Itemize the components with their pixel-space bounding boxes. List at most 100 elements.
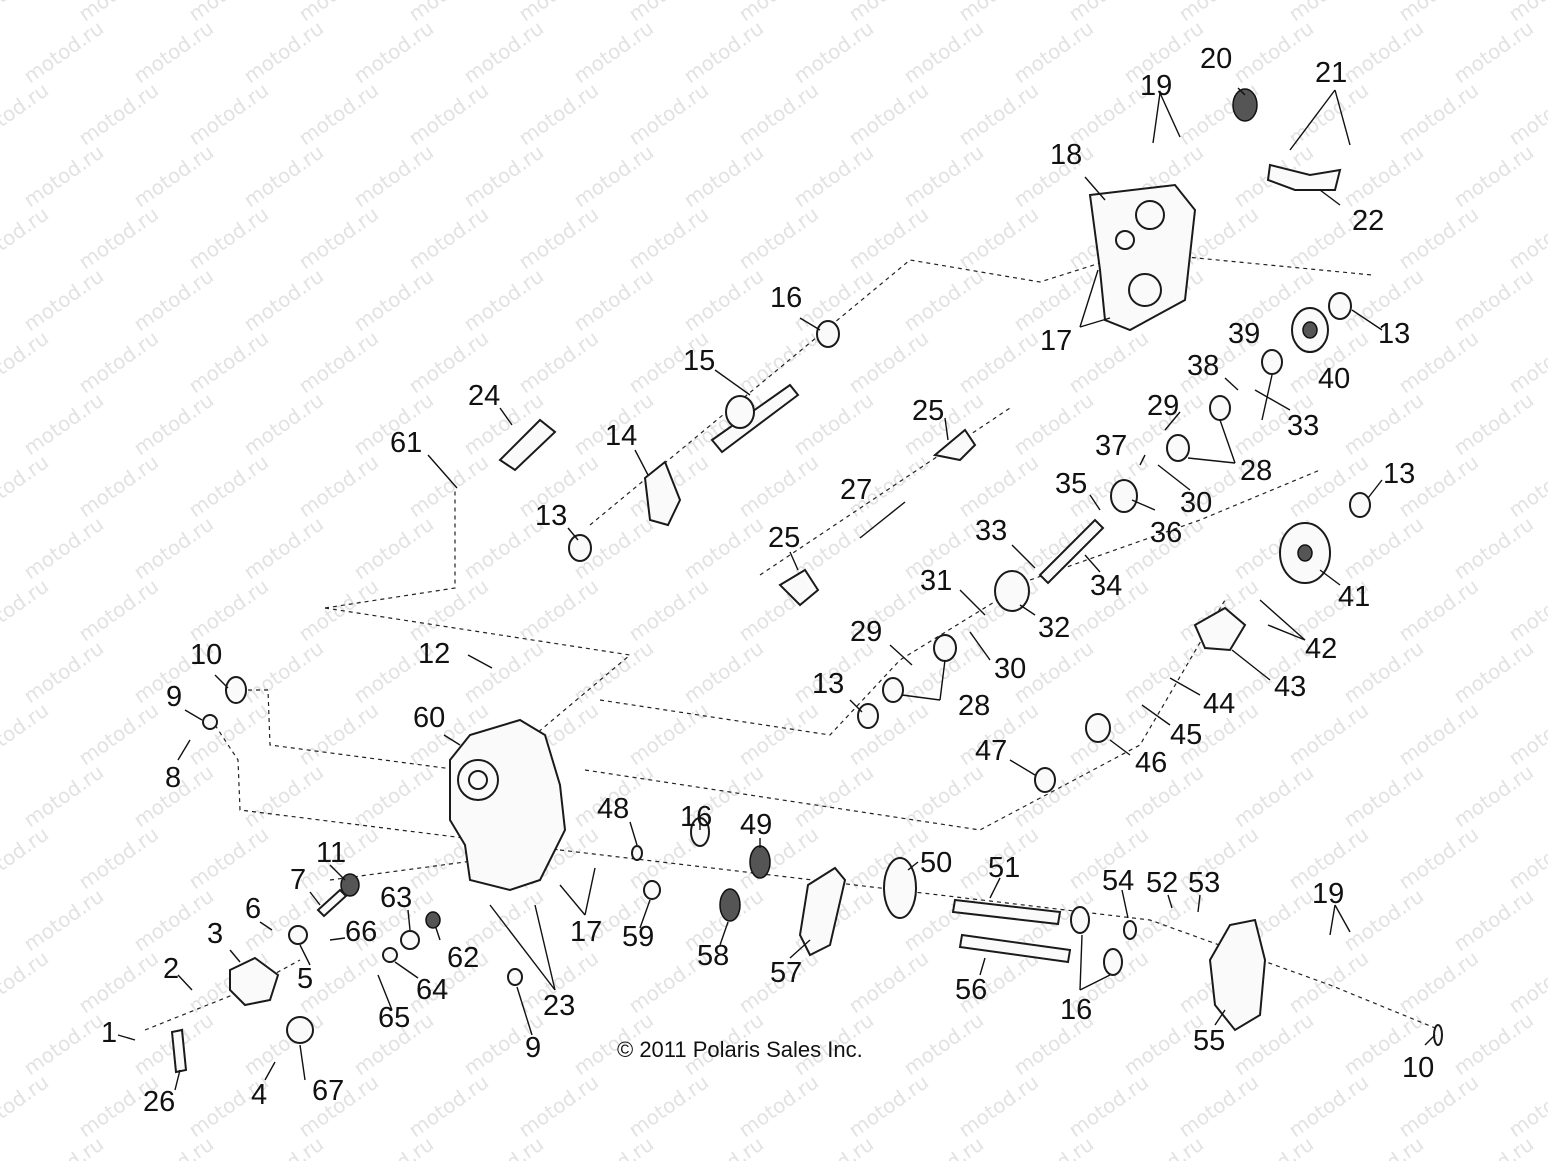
watermark-text: motod.ru (1064, 1070, 1153, 1142)
watermark-text: motod.ru (239, 16, 328, 88)
callout-38: 38 (1187, 350, 1219, 382)
watermark-text: motod.ru (844, 698, 933, 770)
watermark-text: motod.ru (1394, 78, 1483, 150)
callout-5: 5 (297, 963, 313, 995)
watermark-text: motod.ru (1119, 1132, 1208, 1161)
watermark-text: motod.ru (1504, 574, 1548, 646)
watermark-text: motod.ru (1339, 140, 1428, 212)
watermark-text: motod.ru (1449, 1008, 1538, 1080)
watermark-text: motod.ru (1009, 16, 1098, 88)
watermark-text: motod.ru (1339, 512, 1428, 584)
shaft-56 (958, 933, 1072, 964)
callout-9: 9 (166, 681, 182, 713)
watermark-text: motod.ru (129, 16, 218, 88)
gear-39 (1261, 349, 1283, 375)
callout-57: 57 (770, 957, 802, 989)
callout-21: 21 (1315, 57, 1347, 89)
callout-50: 50 (920, 847, 952, 879)
shaft-7 (316, 888, 348, 918)
callout-29: 29 (1147, 390, 1179, 422)
seal-10-left (225, 676, 247, 704)
watermark-text: motod.ru (514, 326, 603, 398)
watermark-text: motod.ru (294, 450, 383, 522)
callout-62: 62 (447, 942, 479, 974)
callout-10: 10 (190, 639, 222, 671)
watermark-text: motod.ru (899, 1132, 988, 1161)
watermark-text: motod.ru (294, 698, 383, 770)
cam-5 (288, 925, 308, 945)
housing-3 (229, 956, 280, 1007)
parts (170, 88, 1443, 1074)
watermark-text: motod.ru (569, 140, 658, 212)
gear-36 (1110, 479, 1138, 513)
callout-25: 25 (912, 395, 944, 427)
watermark-text: motod.ru (1064, 326, 1153, 398)
watermark-text: motod.ru (1229, 760, 1318, 832)
bearing-13-left (568, 534, 592, 562)
watermark-text: motod.ru (129, 1132, 218, 1161)
watermark-text: motod.ru (679, 636, 768, 708)
watermark-text: motod.ru (899, 760, 988, 832)
watermark-text: motod.ru (844, 1070, 933, 1142)
watermark-text: motod.ru (74, 78, 163, 150)
callout-37: 37 (1095, 430, 1127, 462)
callout-67: 67 (312, 1075, 344, 1107)
bearing-13-mid (857, 703, 879, 729)
case-60 (449, 718, 567, 892)
callout-16: 16 (1060, 994, 1092, 1026)
callout-1: 1 (101, 1017, 117, 1049)
watermark-text: motod.ru (19, 760, 108, 832)
watermark-text: motod.ru (0, 202, 53, 274)
callout-34: 34 (1090, 570, 1122, 602)
callout-47: 47 (975, 735, 1007, 767)
bearing-13-tr (1328, 292, 1352, 320)
gear-20 (1232, 88, 1258, 122)
callout-10: 10 (1402, 1052, 1434, 1084)
cover-55 (1208, 918, 1267, 1032)
watermark-text: motod.ru (734, 450, 823, 522)
watermark-text: motod.ru (954, 202, 1043, 274)
seal-10-right (1433, 1024, 1443, 1046)
watermark-text: motod.ru (624, 1070, 713, 1142)
watermark-text: motod.ru (1119, 636, 1208, 708)
watermark-text: motod.ru (1339, 1132, 1428, 1161)
watermark-text: motod.ru (1449, 760, 1538, 832)
watermark-text: motod.ru (734, 326, 823, 398)
callout-30: 30 (994, 653, 1026, 685)
watermark-text: motod.ru (459, 140, 548, 212)
watermark-text: motod.ru (459, 264, 548, 336)
callout-11: 11 (316, 837, 346, 869)
gear-62 (425, 911, 441, 929)
watermark-text: motod.ru (1339, 388, 1428, 460)
callout-56: 56 (955, 974, 987, 1006)
belt-57 (798, 866, 847, 957)
watermark-text: motod.ru (1449, 636, 1538, 708)
watermark-text: motod.ru (294, 78, 383, 150)
watermark-text: motod.ru (899, 16, 988, 88)
watermark-text: motod.ru (1009, 1132, 1098, 1161)
callout-33: 33 (1287, 410, 1319, 442)
callout-43: 43 (1274, 671, 1306, 703)
watermark-text: motod.ru (624, 698, 713, 770)
callout-27: 27 (840, 474, 872, 506)
watermark-text: motod.ru (0, 946, 53, 1018)
callout-66: 66 (345, 916, 377, 948)
strap-26 (170, 1028, 188, 1074)
watermark-text: motod.ru (239, 140, 328, 212)
watermark-text: motod.ru (789, 760, 878, 832)
fork-25-top (932, 428, 977, 462)
callout-58: 58 (697, 940, 729, 972)
gear-54 (1123, 920, 1137, 940)
callout-2: 2 (163, 953, 179, 985)
shaft-51 (951, 898, 1062, 926)
callout-20: 20 (1200, 43, 1232, 75)
watermark-text: motod.ru (1449, 388, 1538, 460)
watermark-text: motod.ru (349, 1132, 438, 1161)
watermark-text: motod.ru (349, 16, 438, 88)
callout-14: 14 (605, 420, 637, 452)
watermark-text: motod.ru (19, 636, 108, 708)
callout-35: 35 (1055, 468, 1087, 500)
copyright-text: © 2011 Polaris Sales Inc. (617, 1037, 863, 1062)
callout-26: 26 (143, 1086, 175, 1118)
watermark-text: motod.ru (129, 264, 218, 336)
